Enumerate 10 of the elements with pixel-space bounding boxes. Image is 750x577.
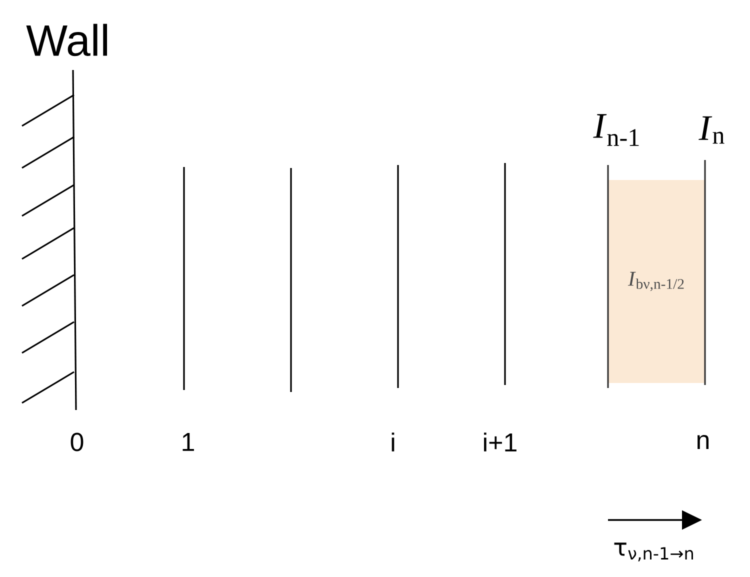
- axis-label: Wall: [26, 24, 108, 56]
- intensity-label: I$_{n}$: [698, 116, 724, 144]
- intensity-label: I$_{n-1}$: [593, 114, 639, 146]
- node-index: 0: [70, 432, 84, 452]
- node-index: 1: [182, 433, 194, 451]
- shaded-cell: I$_{bν,n-1/2}$: [608, 180, 705, 383]
- node-index: i: [392, 432, 394, 452]
- optical-depth-label: τ$_{ν,n-1→n}$: [614, 542, 693, 562]
- node-index: n: [698, 435, 709, 449]
- node-index: i+1: [484, 432, 516, 452]
